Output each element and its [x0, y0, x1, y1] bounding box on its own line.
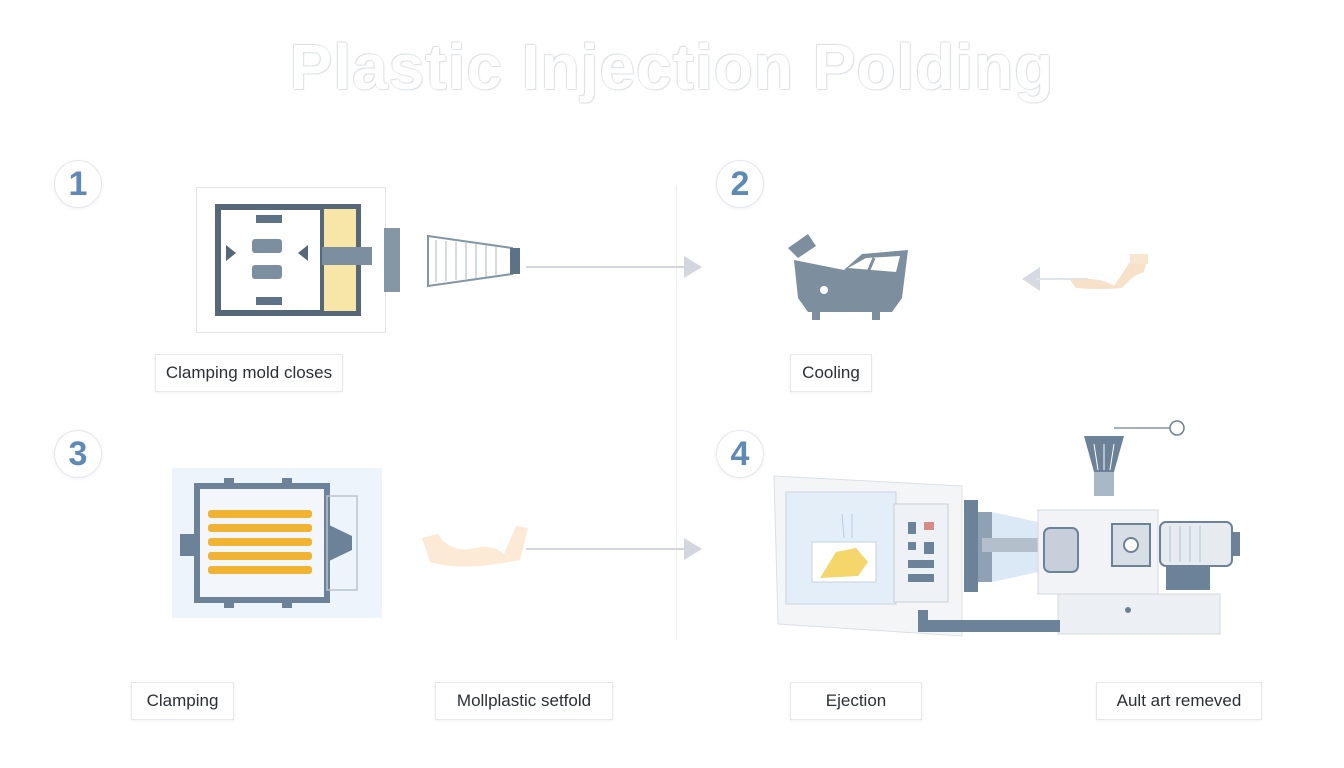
plastic-part-icon: [422, 526, 528, 567]
plastic-part-icon: [1070, 254, 1148, 289]
step-2-label: Cooling: [790, 354, 872, 392]
mold-half-icon: [788, 234, 908, 320]
step-4-label: Ejection: [790, 682, 922, 720]
page-title: Plastic Injection Polding: [289, 31, 1055, 103]
mold-icon: [196, 187, 386, 333]
heated-mold-icon: [172, 468, 382, 618]
step-3-label: Clamping: [131, 682, 234, 720]
center-divider: [676, 185, 677, 640]
step-3-label-2: Mollplastic setfold: [435, 682, 613, 720]
step-4-label-2: Ault art remeved: [1096, 682, 1262, 720]
arrow-right-icon: [526, 256, 702, 278]
arrow-left-icon: [1022, 267, 1088, 291]
nozzle-icon: [384, 228, 520, 292]
step-1-label: Clamping mold closes: [155, 354, 343, 392]
step-1-number: 1: [54, 160, 102, 208]
step-3-number: 3: [54, 430, 102, 478]
step-2-number: 2: [716, 160, 764, 208]
injection-machine-icon: [773, 420, 1240, 637]
step-4-number: 4: [716, 430, 764, 478]
arrow-right-icon: [526, 538, 702, 560]
